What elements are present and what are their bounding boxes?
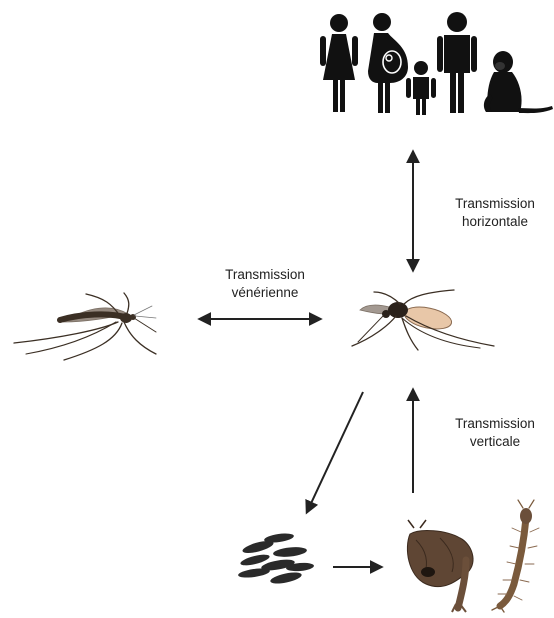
- pregnant-woman-icon: [368, 13, 408, 113]
- vertical-transmission-label: Transmission verticale: [440, 415, 550, 451]
- horizontal-transmission-label: Transmission horizontale: [440, 195, 550, 231]
- hosts-group: [320, 12, 553, 115]
- venereal-transmission-label: Transmission vénérienne: [200, 266, 330, 302]
- monkey-icon: [484, 51, 553, 113]
- vertical-label-line-2: verticale: [440, 433, 550, 451]
- horizontal-label-line-2: horizontale: [440, 213, 550, 231]
- venereal-label-line-2: vénérienne: [200, 284, 330, 302]
- pupa-icon: [407, 520, 473, 612]
- venereal-label-line-1: Transmission: [200, 266, 330, 284]
- man-icon: [437, 12, 477, 113]
- horizontal-label-line-1: Transmission: [440, 195, 550, 213]
- child-icon: [406, 61, 436, 115]
- blood-fed-mosquito-icon: [352, 290, 494, 350]
- arrow-to-eggs: [307, 392, 363, 512]
- vertical-label-line-1: Transmission: [440, 415, 550, 433]
- larva-icon: [492, 500, 539, 612]
- woman-icon: [320, 14, 358, 112]
- eggs-icon: [238, 532, 315, 586]
- male-mosquito-icon: [14, 293, 156, 360]
- arrows-group: [200, 152, 413, 567]
